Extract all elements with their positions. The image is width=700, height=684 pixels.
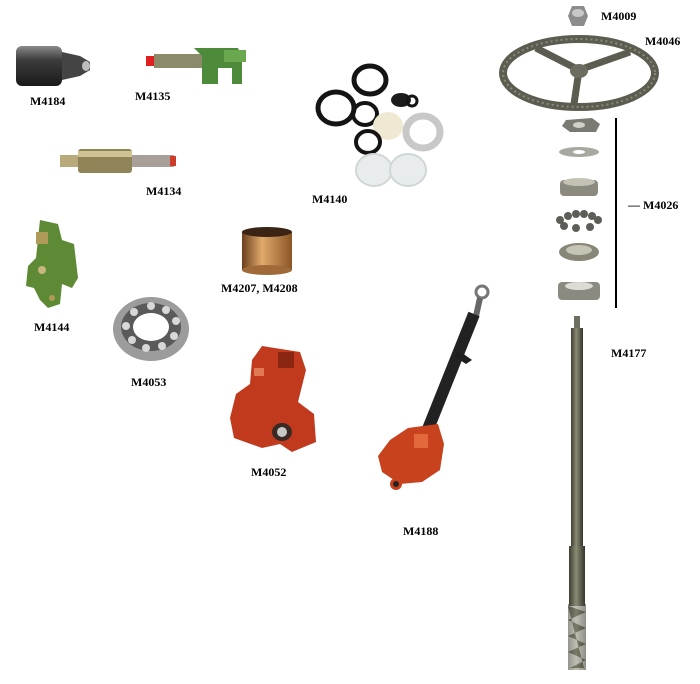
part-m4177-image (562, 314, 592, 674)
part-m4188-image (370, 284, 496, 504)
label-m4207-m4208: M4207, M4208 (221, 281, 298, 295)
part-m4052-image (226, 342, 320, 454)
part-m4046-image (498, 34, 660, 112)
label-m4184: M4184 (30, 94, 66, 108)
label-m4177: M4177 (611, 346, 647, 360)
part-m4135-image (142, 44, 252, 88)
part-m4207-m4208-image (234, 226, 300, 276)
label-m4134: M4134 (146, 184, 182, 198)
part-m4184-image (14, 44, 94, 88)
label-m4135: M4135 (135, 89, 171, 103)
part-m4053-image (110, 294, 192, 364)
label-m4144: M4144 (34, 320, 70, 334)
label-m4052: M4052 (251, 465, 287, 479)
label-m4009: M4009 (601, 9, 637, 23)
part-m4009-image (566, 4, 590, 28)
part-m4134-image (58, 143, 178, 179)
label-m4046: M4046 (645, 34, 681, 48)
part-m4144-image (22, 214, 80, 310)
part-m4026-image (550, 114, 620, 308)
label-m4053: M4053 (131, 375, 167, 389)
label-m4188: M4188 (403, 524, 439, 538)
part-m4140-image (312, 62, 450, 190)
label-m4026: — M4026 (628, 198, 679, 212)
label-m4140: M4140 (312, 192, 348, 206)
